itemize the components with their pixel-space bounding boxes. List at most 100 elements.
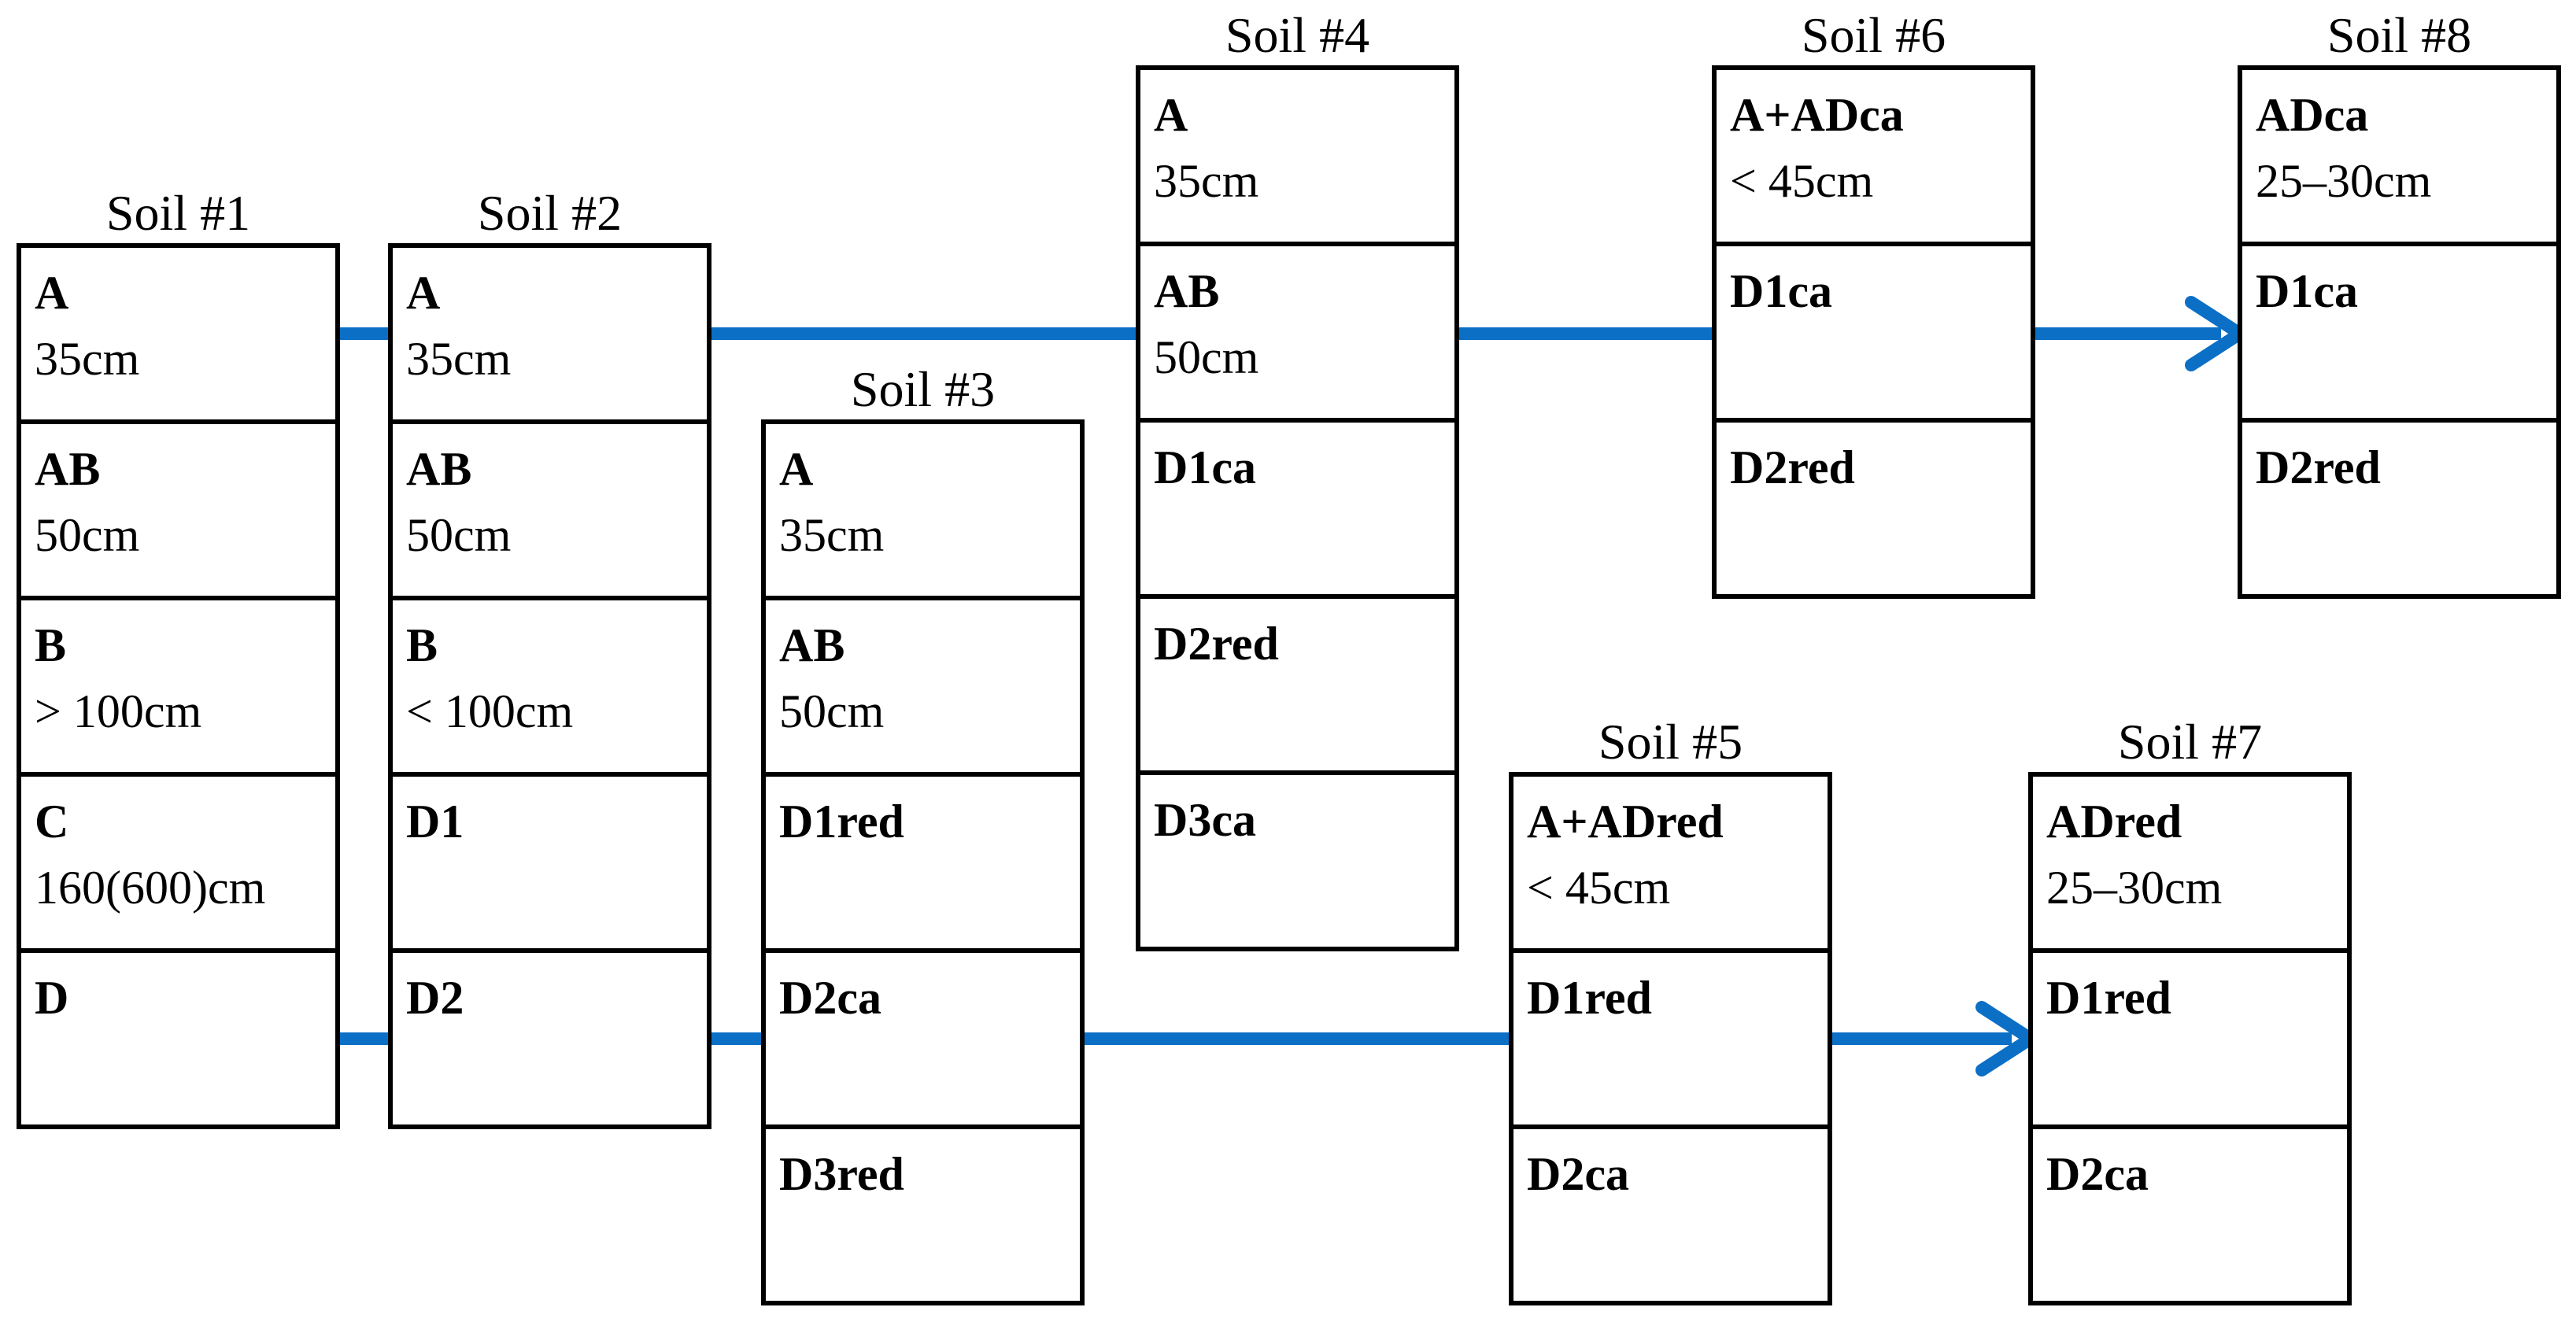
horizon-cell: AB 50cm [761, 596, 1085, 777]
horizon-box [1136, 594, 1459, 775]
horizon-name: D1 [406, 796, 464, 847]
horizon-cell: D2red [1136, 594, 1459, 775]
horizon-name: AB [406, 443, 471, 495]
horizon-cell: B < 100cm [388, 596, 711, 777]
horizon-name: B [406, 619, 438, 671]
horizon-name: A [35, 267, 68, 319]
profile-title: Soil #2 [478, 185, 622, 241]
horizon-box [1712, 65, 2035, 246]
horizon-name: A+ADca [1730, 89, 1904, 141]
horizon-box [17, 772, 340, 953]
horizon-depth: 50cm [406, 509, 511, 561]
profile-title: Soil #7 [2118, 714, 2262, 770]
profile-title: Soil #3 [851, 361, 995, 417]
horizon-box [1136, 418, 1459, 599]
horizon-cell: D1ca [1712, 242, 2035, 423]
horizon-name: D1red [779, 796, 904, 847]
horizon-cell: D1 [388, 772, 711, 953]
horizon-depth: 25–30cm [2256, 155, 2431, 207]
horizon-box [2028, 1124, 2352, 1305]
horizon-cell: A 35cm [1136, 65, 1459, 246]
horizon-name: D3ca [1154, 794, 1256, 846]
horizon-name: D1red [1527, 972, 1652, 1024]
horizon-cell: ADca 25–30cm [2238, 65, 2561, 246]
horizon-cell: D3ca [1136, 770, 1459, 951]
horizon-name: D2ca [1527, 1148, 1629, 1200]
horizon-cell: D1red [2028, 948, 2352, 1129]
horizon-box [1712, 418, 2035, 599]
horizon-box [388, 419, 711, 600]
horizon-name: C [35, 796, 68, 847]
horizon-depth: 50cm [1154, 331, 1258, 383]
horizon-name: A+ADred [1527, 796, 1724, 847]
horizon-depth: 35cm [779, 509, 884, 561]
horizon-depth: < 45cm [1527, 862, 1670, 914]
horizon-box [2238, 418, 2561, 599]
horizon-name: D2red [1154, 618, 1279, 670]
horizon-name: A [1154, 89, 1188, 141]
horizon-cell: D2ca [2028, 1124, 2352, 1305]
horizon-name: D2red [2256, 441, 2381, 493]
horizon-name: D2ca [2046, 1148, 2149, 1200]
horizon-name: B [35, 619, 66, 671]
horizon-name: A [779, 443, 813, 495]
horizon-cell: D2red [1712, 418, 2035, 599]
horizon-name: ADred [2046, 796, 2182, 847]
horizon-box [1509, 948, 1832, 1129]
horizon-cell: D1red [1509, 948, 1832, 1129]
horizon-box [17, 419, 340, 600]
horizon-name: AB [779, 619, 844, 671]
horizon-box [388, 772, 711, 953]
connector-lines [338, 296, 2246, 1076]
profile-title: Soil #5 [1598, 714, 1743, 770]
horizon-box [17, 243, 340, 424]
horizon-name: D1ca [2256, 265, 2358, 317]
horizon-depth: 35cm [1154, 155, 1258, 207]
horizon-box [761, 1124, 1085, 1305]
horizon-box [2028, 772, 2352, 953]
horizon-box [761, 596, 1085, 777]
horizon-cell: D2 [388, 948, 711, 1129]
horizon-depth: < 100cm [406, 685, 573, 737]
profile-title: Soil #8 [2327, 7, 2471, 63]
horizon-name: D [35, 972, 68, 1024]
horizon-box [1136, 65, 1459, 246]
horizon-cell: B > 100cm [17, 596, 340, 777]
horizon-depth: < 45cm [1730, 155, 1873, 207]
horizon-box [1509, 772, 1832, 953]
horizon-box [2238, 242, 2561, 423]
horizon-name: ADca [2256, 89, 2368, 141]
horizon-cell: D1ca [1136, 418, 1459, 599]
horizon-depth: 35cm [35, 333, 139, 385]
horizon-name: AB [35, 443, 100, 495]
horizon-cell: A+ADca < 45cm [1712, 65, 2035, 246]
profile-title: Soil #4 [1225, 7, 1369, 63]
horizon-cell: D2ca [1509, 1124, 1832, 1305]
horizon-box [761, 948, 1085, 1129]
horizon-name: D2ca [779, 972, 881, 1024]
horizon-name: A [406, 267, 440, 319]
profile-title: Soil #6 [1802, 7, 1946, 63]
horizon-cell: D [17, 948, 340, 1129]
horizon-cell: A 35cm [17, 243, 340, 424]
horizon-cell: A 35cm [761, 419, 1085, 600]
horizon-box [2028, 948, 2352, 1129]
horizon-depth: 35cm [406, 333, 511, 385]
horizon-cell: A+ADred < 45cm [1509, 772, 1832, 953]
horizon-cell: D2ca [761, 948, 1085, 1129]
horizon-box [1712, 242, 2035, 423]
horizon-cell: D1ca [2238, 242, 2561, 423]
horizon-depth: 50cm [779, 685, 884, 737]
horizon-depth: > 100cm [35, 685, 201, 737]
